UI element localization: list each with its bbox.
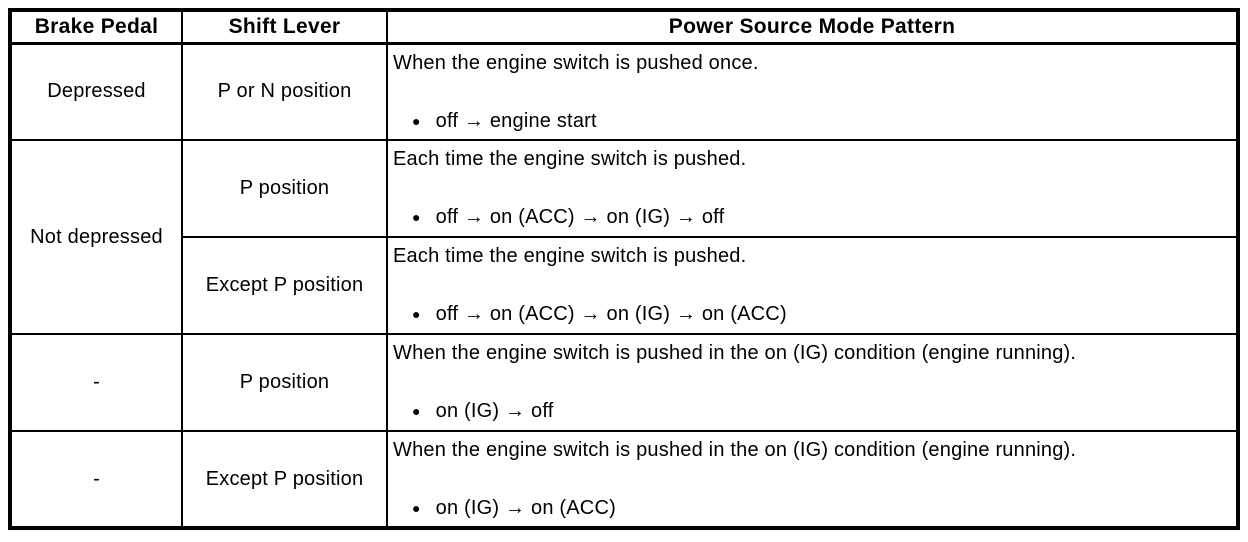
table-row: Not depressed P position Each time the e…	[9, 139, 1239, 335]
shift-lever-cell: Except P position	[181, 236, 388, 335]
column-header-power-source-mode-pattern: Power Source Mode Pattern	[386, 9, 1239, 45]
bullet-icon: ●	[412, 306, 421, 322]
column-header-brake-pedal: Brake Pedal	[9, 9, 183, 45]
pattern-cell: When the engine switch is pushed in the …	[386, 430, 1239, 529]
pattern-sequence: ● on (IG) → on (ACC)	[393, 496, 1233, 520]
shift-lever-cell: Except P position	[181, 430, 388, 529]
pattern-cell: Each time the engine switch is pushed. ●…	[386, 236, 1239, 335]
pattern-sequence: ● on (IG) → off	[393, 399, 1233, 423]
pattern-sequence-text: off → engine start	[435, 109, 597, 132]
table-row: Depressed P or N position When the engin…	[9, 42, 1239, 141]
bullet-icon: ●	[412, 500, 421, 516]
bullet-icon: ●	[412, 403, 421, 419]
pattern-sequence-text: off → on (ACC) → on (IG) → off	[435, 206, 725, 228]
shift-lever-cell: P position	[181, 333, 388, 432]
column-header-shift-lever: Shift Lever	[181, 9, 388, 45]
pattern-cell: When the engine switch is pushed once. ●…	[386, 42, 1239, 141]
table-row: - P position When the engine switch is p…	[9, 333, 1239, 432]
power-source-mode-table: Brake Pedal Shift Lever Power Source Mod…	[8, 8, 1240, 530]
pattern-cell: When the engine switch is pushed in the …	[386, 333, 1239, 432]
pattern-description: When the engine switch is pushed in the …	[393, 439, 1077, 461]
pattern-sequence-text: off → on (ACC) → on (IG) → on (ACC)	[435, 303, 787, 325]
pattern-sequence: ● off → on (ACC) → on (IG) → off	[393, 205, 1233, 229]
header-row: Brake Pedal Shift Lever Power Source Mod…	[9, 9, 1239, 45]
pattern-sequence-text: on (IG) → on (ACC)	[435, 497, 616, 519]
shift-lever-cell: P position	[181, 139, 388, 238]
pattern-description: When the engine switch is pushed in the …	[393, 342, 1077, 364]
bullet-icon: ●	[412, 209, 421, 225]
brake-pedal-cell: Depressed	[9, 42, 183, 141]
bullet-icon: ●	[412, 112, 421, 129]
table-row: - Except P position When the engine swit…	[9, 430, 1239, 529]
brake-pedal-cell: Not depressed	[9, 139, 183, 335]
pattern-description: Each time the engine switch is pushed.	[393, 245, 747, 267]
pattern-description: When the engine switch is pushed once.	[393, 51, 759, 74]
pattern-sequence: ● off → engine start	[393, 109, 1233, 133]
shift-lever-cell: P or N position	[181, 42, 388, 141]
pattern-sequence-text: on (IG) → off	[435, 400, 554, 422]
pattern-sequence: ● off → on (ACC) → on (IG) → on (ACC)	[393, 302, 1233, 326]
pattern-cell: Each time the engine switch is pushed. ●…	[386, 139, 1239, 238]
pattern-description: Each time the engine switch is pushed.	[393, 148, 747, 170]
table-row: Except P position Each time the engine s…	[10, 236, 1239, 335]
brake-pedal-cell: -	[9, 430, 183, 529]
brake-pedal-cell: -	[9, 333, 183, 432]
